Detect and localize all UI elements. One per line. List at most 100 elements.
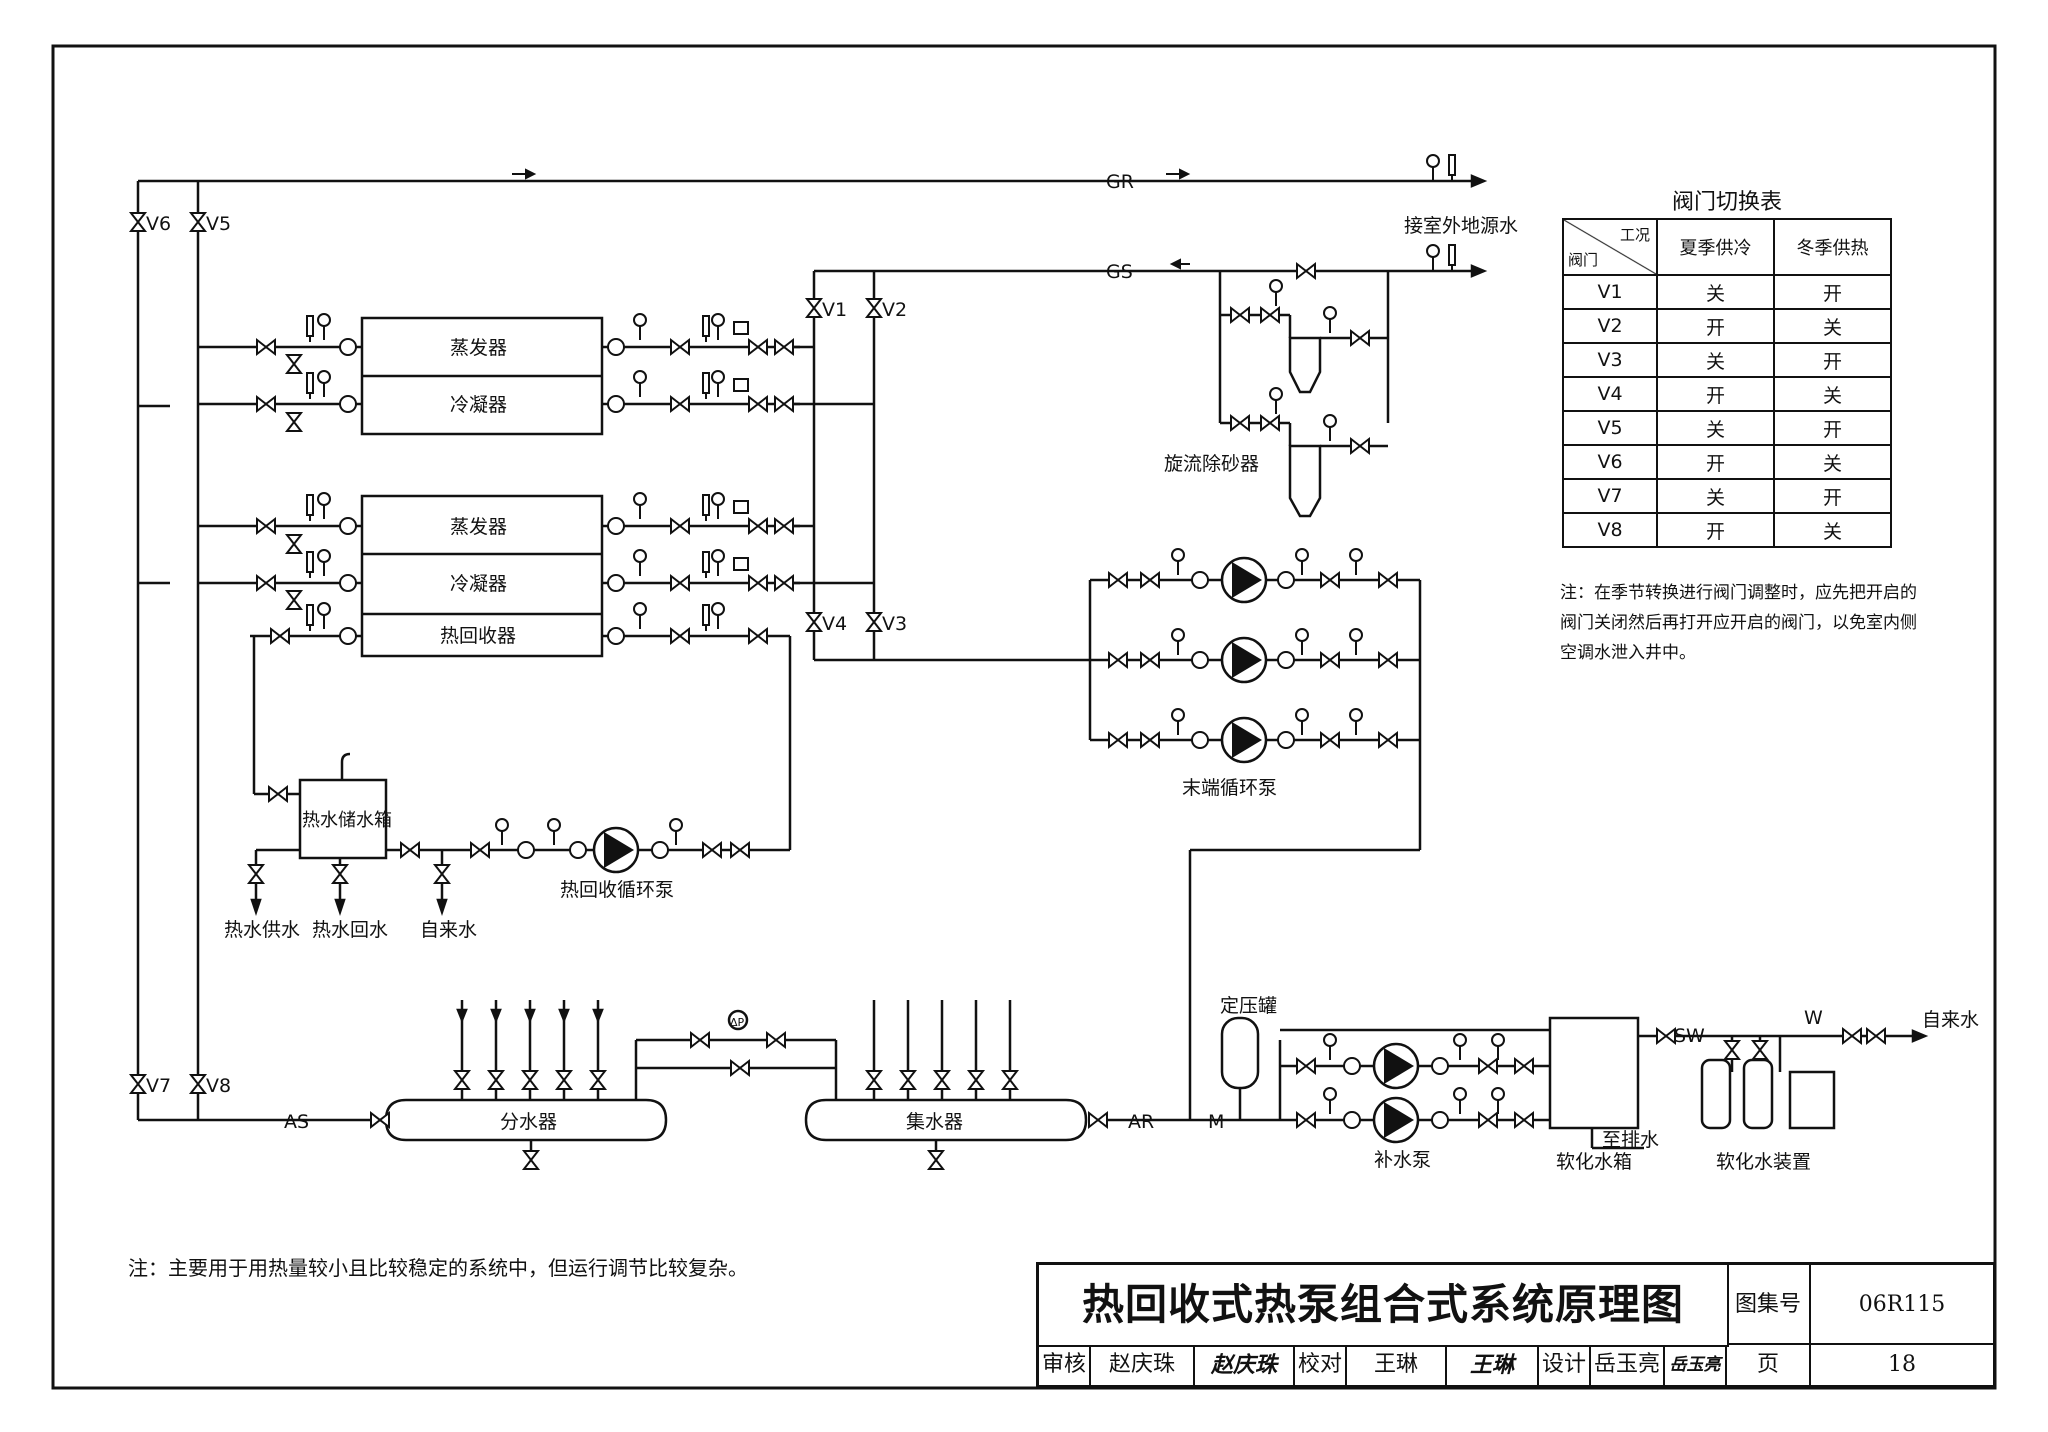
review-name: 赵庆珠 (1091, 1345, 1195, 1385)
valve-winter-cell: 开 (1773, 342, 1892, 378)
valve-summer-cell: 关 (1656, 410, 1775, 446)
valve-winter-cell: 开 (1773, 274, 1892, 310)
as-label: AS (284, 1111, 309, 1133)
v4-label: V4 (822, 613, 847, 635)
valve-valve-cell: V3 (1562, 342, 1658, 378)
valve-valve-cell: V2 (1562, 308, 1658, 344)
winter-col-header: 冬季供热 (1773, 218, 1892, 276)
valve-summer-cell: 关 (1656, 478, 1775, 514)
design-label: 设计 (1539, 1345, 1591, 1385)
hot-return-label: 热水回水 (312, 919, 388, 941)
equipment (360, 316, 604, 658)
valve-summer-cell: 关 (1656, 274, 1775, 310)
tap-water-2-label: 自来水 (1922, 1009, 1979, 1031)
valve-valve-cell: V6 (1562, 444, 1658, 480)
sw-label: SW (1674, 1025, 1705, 1047)
valve-winter-cell: 关 (1773, 512, 1892, 548)
check-signature: 王琳 (1447, 1345, 1539, 1385)
evaporator-1-label: 蒸发器 (450, 337, 507, 359)
v3-label: V3 (882, 613, 907, 635)
atlas-label: 图集号 (1727, 1265, 1811, 1345)
valve-valve-cell: V7 (1562, 478, 1658, 514)
terminal-pump-label: 末端循环泵 (1182, 777, 1277, 799)
v2-label: V2 (882, 299, 907, 321)
title-block: 热回收式热泵组合式系统原理图 图集号 06R115 审核 赵庆珠 赵庆珠 校对 … (1036, 1262, 1996, 1388)
headers-graphic (384, 1009, 1088, 1142)
valve-summer-cell: 关 (1656, 342, 1775, 378)
soft-tank-label: 软化水箱 (1556, 1151, 1632, 1173)
page-label: 页 (1727, 1345, 1811, 1385)
valve-winter-cell: 关 (1773, 308, 1892, 344)
check-name: 王琳 (1347, 1345, 1447, 1385)
distributor-label: 分水器 (500, 1111, 557, 1133)
v1-label: V1 (822, 299, 847, 321)
drawing-title: 热回收式热泵组合式系统原理图 (1039, 1265, 1729, 1347)
design-signature: 岳玉亮 (1665, 1345, 1727, 1385)
hr-pump-label: 热回收循环泵 (560, 879, 674, 901)
valve-summer-cell: 开 (1656, 376, 1775, 412)
corner-top-label: 工况 (1619, 226, 1650, 244)
valve-table-title: 阀门切换表 (1671, 190, 1782, 215)
valve-summer-cell: 开 (1656, 444, 1775, 480)
review-label: 审核 (1039, 1345, 1091, 1385)
gr-label: GR (1106, 171, 1134, 193)
outdoor-source-label: 接室外地源水 (1404, 215, 1518, 237)
summer-col-header: 夏季供冷 (1656, 218, 1775, 276)
ar-label: AR (1128, 1111, 1154, 1133)
sand-separator-graphic (1288, 336, 1322, 518)
design-name: 岳玉亮 (1591, 1345, 1665, 1385)
evaporator-2-label: 蒸发器 (450, 516, 507, 538)
softener-label: 软化水装置 (1716, 1151, 1811, 1173)
hot-water-tank-label: 热水储水箱 (302, 810, 392, 831)
v5-label: V5 (206, 213, 231, 235)
review-signature: 赵庆珠 (1195, 1345, 1295, 1385)
valve-winter-cell: 关 (1773, 376, 1892, 412)
heat-recovery-label: 热回收器 (440, 625, 516, 647)
collector-label: 集水器 (906, 1111, 963, 1133)
hot-supply-label: 热水供水 (224, 919, 300, 941)
valve-valve-cell: V8 (1562, 512, 1658, 548)
tap-water-1-label: 自来水 (420, 919, 477, 941)
check-label: 校对 (1295, 1345, 1347, 1385)
v6-label: V6 (146, 213, 171, 235)
corner-bottom-label: 阀门 (1568, 251, 1599, 269)
equipment-right-fittings (607, 313, 794, 645)
valve-valve-cell: V4 (1562, 376, 1658, 412)
hot-water-tank-graphic (298, 752, 388, 860)
v7-label: V7 (146, 1075, 171, 1097)
dp-label: ΔP (730, 1016, 745, 1029)
equipment-left-fittings (256, 313, 357, 645)
sand-separator-label: 旋流除砂器 (1164, 453, 1259, 475)
condenser-1-label: 冷凝器 (450, 394, 507, 416)
atlas-number: 06R115 (1811, 1265, 1993, 1345)
pipe-network (136, 179, 1920, 1168)
valve-table-note: 注：在季节转换进行阀门调整时，应先把开启的阀门关闭然后再打开应开启的阀门，以免室… (1560, 583, 1917, 663)
valve-valve-cell: V1 (1562, 274, 1658, 310)
gs-label: GS (1106, 261, 1133, 283)
m-label: M (1208, 1111, 1224, 1133)
makeup-pump-label: 补水泵 (1374, 1149, 1431, 1171)
valve-valve-cell: V5 (1562, 410, 1658, 446)
condenser-2-label: 冷凝器 (450, 573, 507, 595)
valve-winter-cell: 关 (1773, 444, 1892, 480)
valve-summer-cell: 开 (1656, 512, 1775, 548)
bottom-note: 注：主要用于用热量较小且比较稳定的系统中，但运行调节比较复杂。 (128, 1256, 748, 1280)
valve-winter-cell: 开 (1773, 478, 1892, 514)
to-drain-label: 至排水 (1602, 1129, 1659, 1151)
v8-label: V8 (206, 1075, 231, 1097)
diagram-labels: GR GS V6 V5 V7 V8 V1 V2 V4 V3 接室外地源水 蒸发器… (146, 171, 1979, 1173)
valve-winter-cell: 开 (1773, 410, 1892, 446)
page-number: 18 (1888, 1352, 1916, 1377)
w-label: W (1804, 1007, 1823, 1029)
makeup-equipment-graphic (1220, 1016, 1836, 1130)
table-corner-cell: 工况 阀门 (1562, 218, 1658, 276)
